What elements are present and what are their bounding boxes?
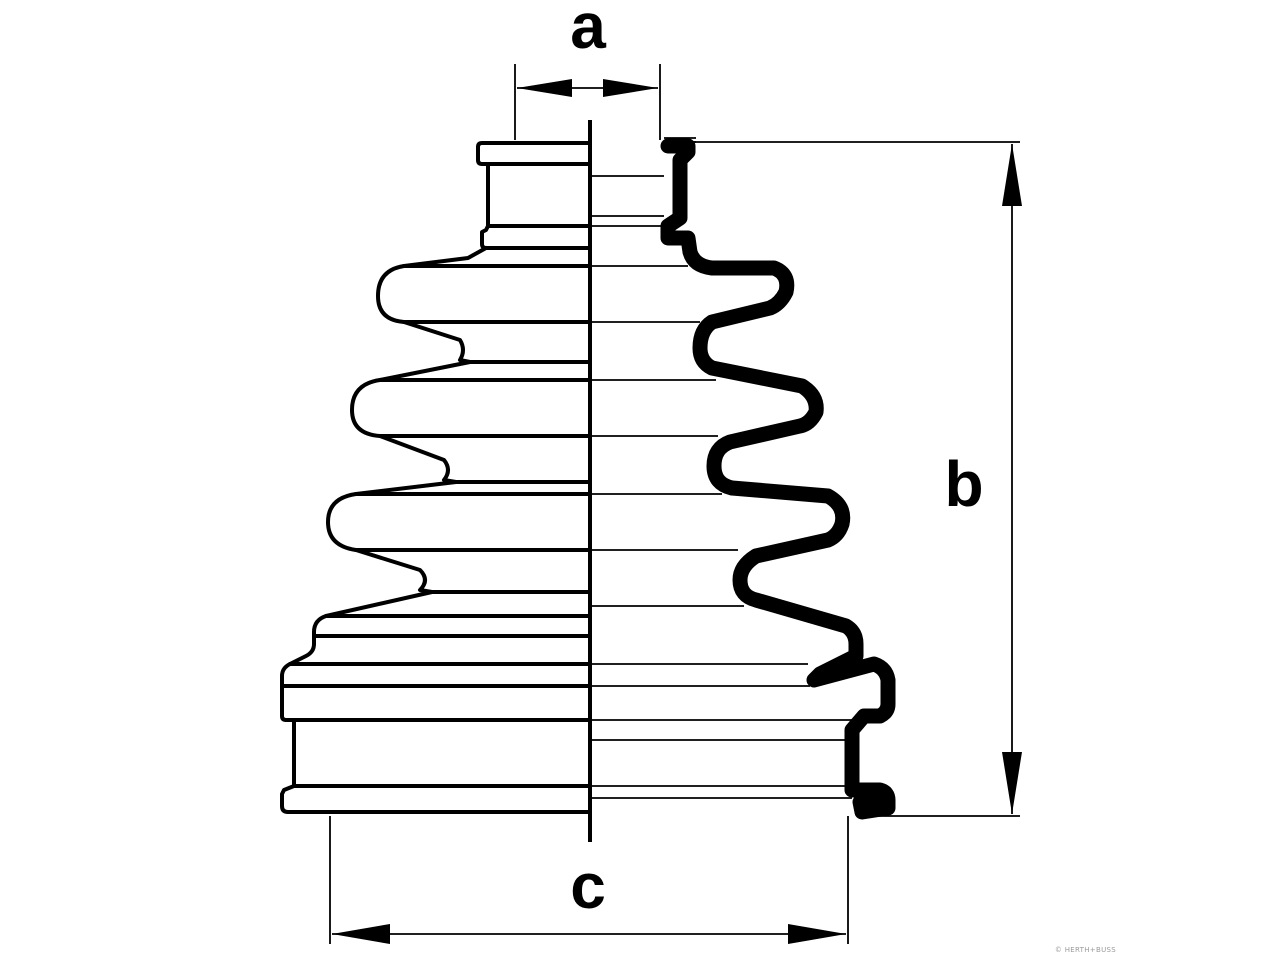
dimension-label-a: a <box>570 0 606 62</box>
dimension-a <box>514 64 661 140</box>
watermark-text: © HERTH+BUSS <box>1055 946 1116 954</box>
dimension-label-b: b <box>944 448 983 520</box>
boot-wall-section <box>660 138 896 820</box>
boot-outline-left <box>280 141 590 814</box>
dimension-label-c: c <box>570 850 606 922</box>
dimension-b <box>664 141 1022 817</box>
boot-section-lines-right <box>592 175 852 799</box>
dimension-c <box>329 816 849 944</box>
